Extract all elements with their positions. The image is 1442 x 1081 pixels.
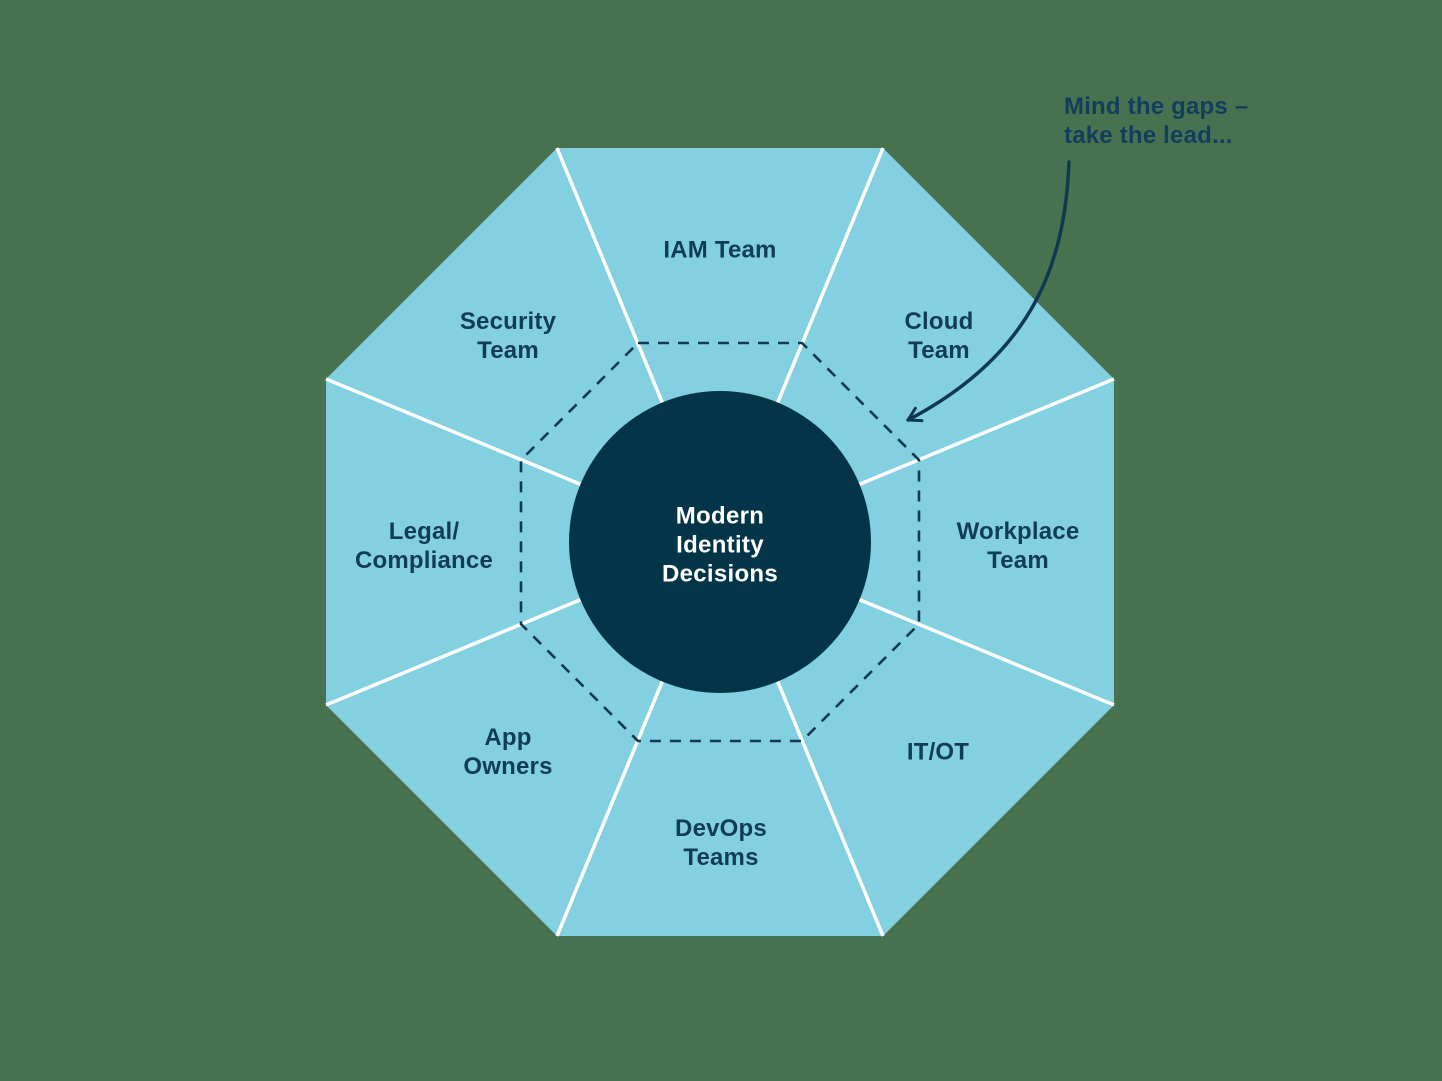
segment-label-iam-team: IAM Team [663,236,777,264]
segment-label-security-team: Security Team [459,308,557,364]
segment-label-app-owners: App Owners [463,724,553,780]
segment-label-it-ot: IT/OT [906,738,970,766]
center-circle [569,391,871,693]
segment-label-legal-compliance: Legal/ Compliance [354,518,494,574]
segment-label-cloud-team: Cloud Team [904,308,974,364]
annotation-text: Mind the gaps – take the lead... [1064,93,1249,149]
segment-label-devops-teams: DevOps Teams [675,815,767,871]
annotation-arrow [906,160,1071,423]
segment-label-workplace-team: Workplace Team [956,518,1080,574]
center-circle-label: Modern Identity Decisions [661,502,779,588]
